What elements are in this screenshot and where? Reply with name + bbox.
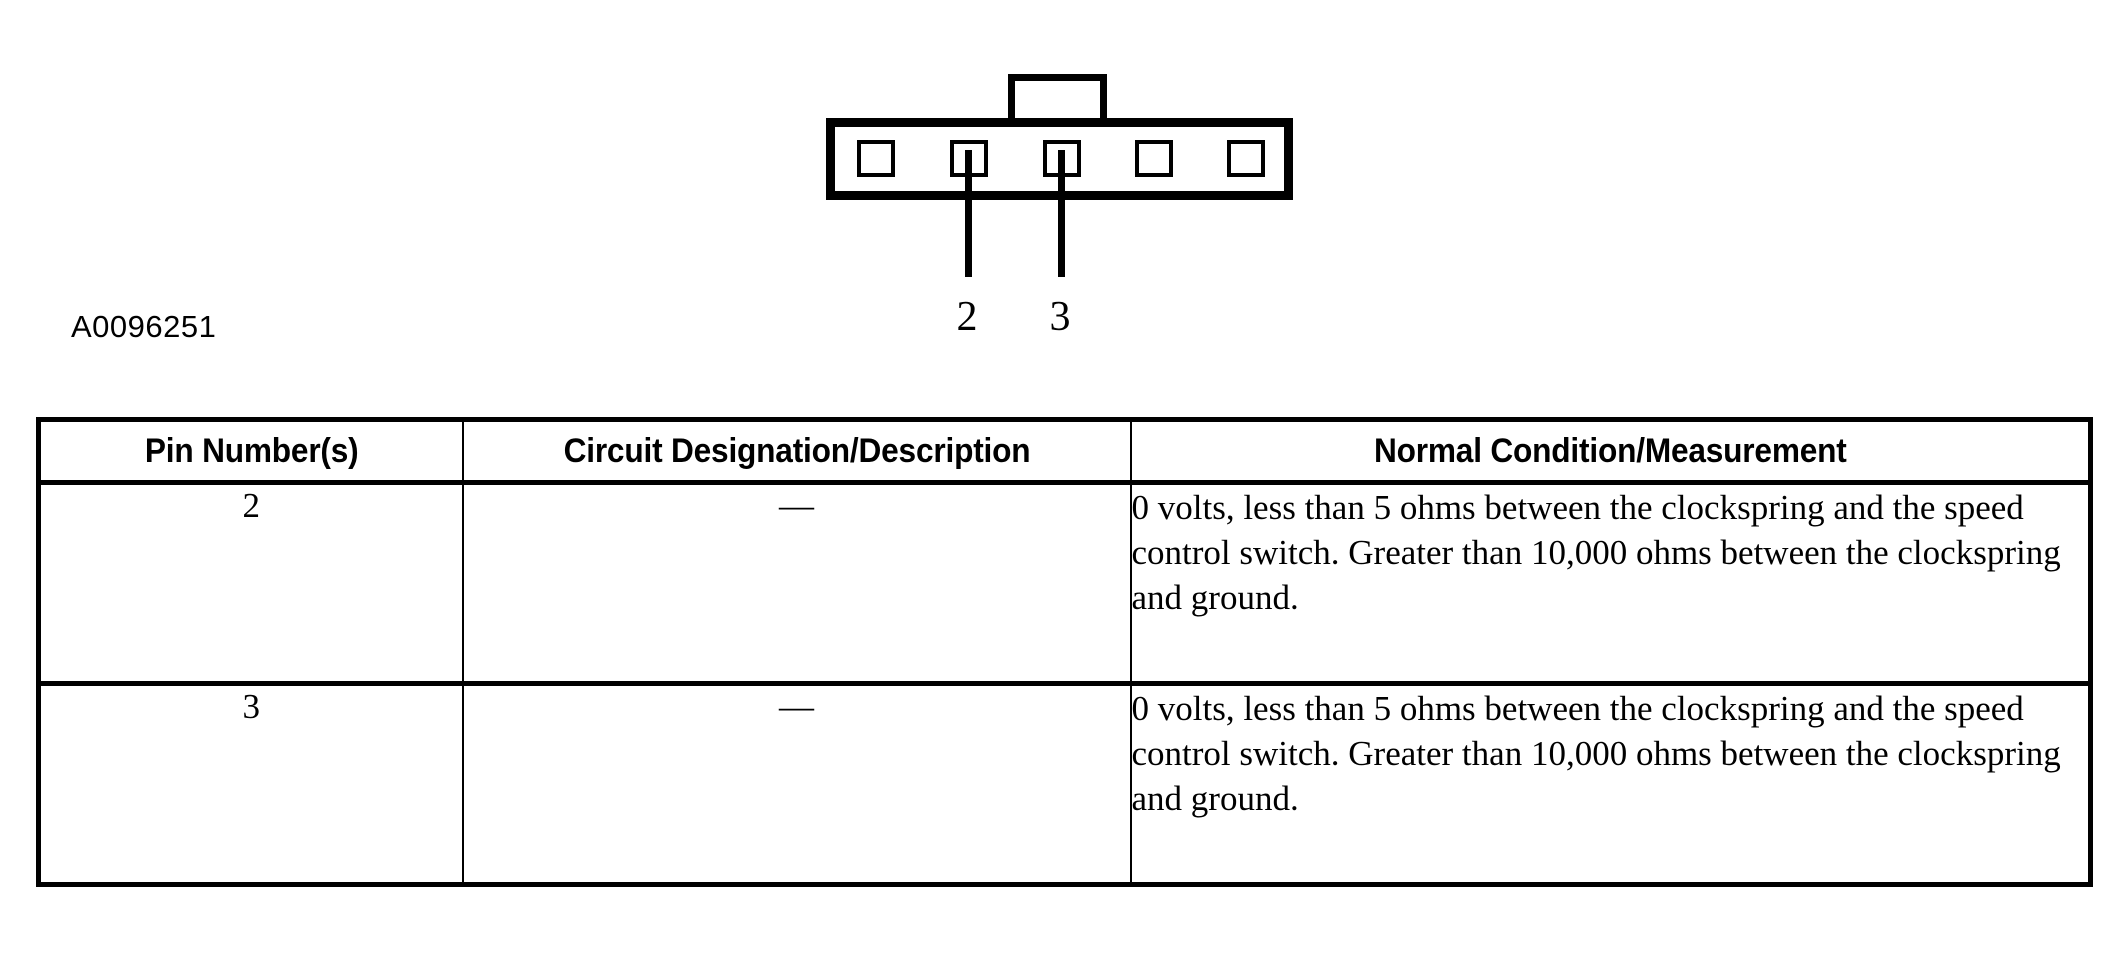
callout-leader-line-pin-2 bbox=[965, 150, 972, 277]
cell-circuit-designation: — bbox=[461, 681, 1132, 886]
callout-label-pin-2: 2 bbox=[956, 294, 978, 340]
cell-circuit-designation: — bbox=[461, 482, 1132, 685]
cell-pin-number: 2 bbox=[37, 482, 464, 685]
callout-label-pin-3: 3 bbox=[1049, 294, 1071, 340]
table-row: 3 — 0 volts, less than 5 ohms between th… bbox=[37, 681, 2092, 886]
pin-table: Pin Number(s) Circuit Designation/Descri… bbox=[36, 417, 2093, 887]
connector-cavity-1 bbox=[857, 140, 895, 177]
connector-figure: 2 3 A0096251 bbox=[0, 0, 2124, 360]
column-header-pin-number: Pin Number(s) bbox=[52, 419, 449, 485]
connector-cavity-5 bbox=[1227, 140, 1265, 177]
figure-id-label: A0096251 bbox=[71, 309, 217, 344]
table-header-row: Pin Number(s) Circuit Designation/Descri… bbox=[39, 419, 2091, 485]
callout-leader-line-pin-3 bbox=[1058, 150, 1065, 277]
cell-normal-condition: 0 volts, less than 5 ohms between the cl… bbox=[1129, 482, 2092, 685]
cell-pin-number: 3 bbox=[37, 681, 464, 886]
column-header-normal-condition: Normal Condition/Measurement bbox=[1163, 419, 2058, 485]
table-row: 2 — 0 volts, less than 5 ohms between th… bbox=[37, 482, 2092, 685]
column-header-circuit-designation: Circuit Designation/Description bbox=[484, 419, 1109, 485]
connector-locking-tab bbox=[1008, 74, 1107, 122]
pin-table-container: Pin Number(s) Circuit Designation/Descri… bbox=[36, 417, 2093, 887]
connector-cavity-4 bbox=[1135, 140, 1173, 177]
cell-normal-condition: 0 volts, less than 5 ohms between the cl… bbox=[1129, 681, 2092, 886]
